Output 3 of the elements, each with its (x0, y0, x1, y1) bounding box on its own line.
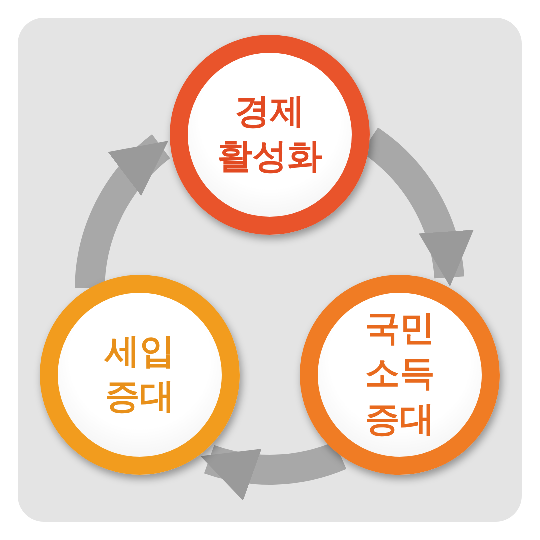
node-label: 국민 소득 증대 (364, 308, 436, 442)
node-label: 경제 활성화 (216, 90, 324, 179)
node-label: 세입 증대 (104, 330, 176, 419)
